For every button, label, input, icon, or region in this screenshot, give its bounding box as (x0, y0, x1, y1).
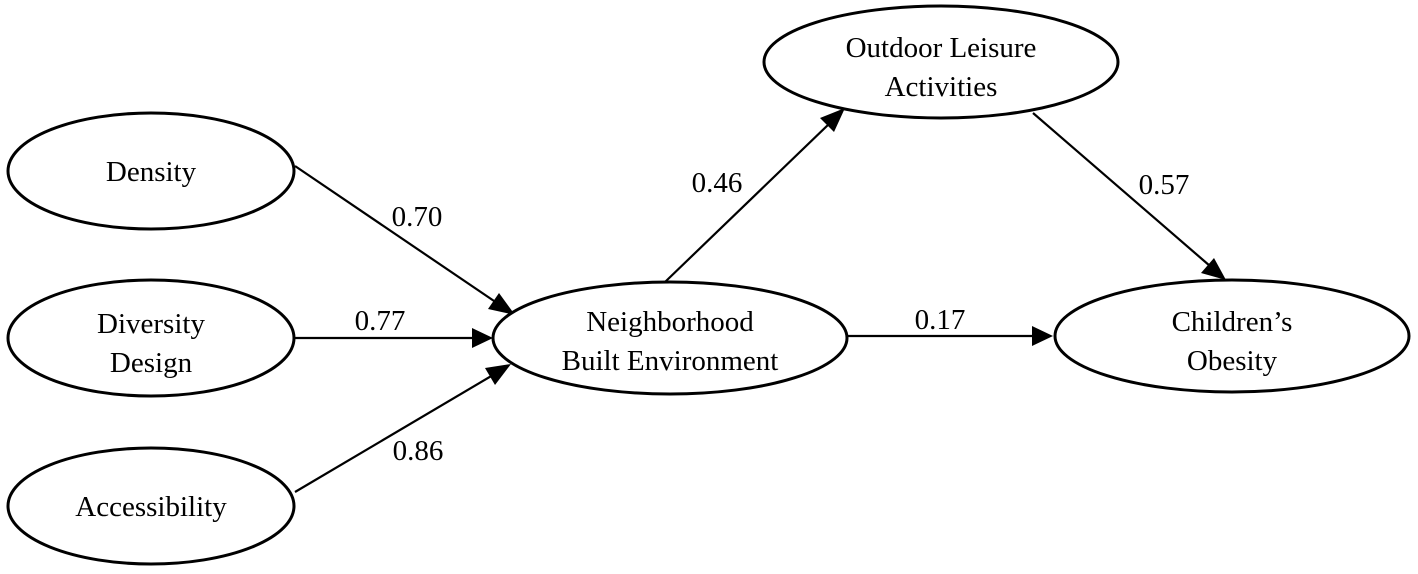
edge-label-diversity: 0.77 (355, 305, 406, 337)
node-label-line-2: Built Environment (562, 345, 779, 377)
edge-label-outdoor: 0.46 (692, 167, 743, 199)
node-label-line-1: Diversity (97, 308, 205, 340)
node-outdoor-leisure-activities: Outdoor Leisure Activities (762, 4, 1120, 120)
arrow-head (820, 108, 845, 132)
edge-label-outdoor-obesity: 0.57 (1139, 169, 1190, 201)
edge-label-accessibility: 0.86 (393, 435, 444, 467)
node-accessibility: Accessibility (6, 446, 296, 566)
edge-label-density: 0.70 (392, 201, 443, 233)
edge-density-to-neighborhood (294, 165, 515, 315)
edge-accessibility-to-neighborhood (294, 364, 511, 493)
node-childrens-obesity: Children’s Obesity (1053, 278, 1411, 394)
node-shape (6, 111, 296, 231)
node-label: Density (106, 156, 197, 188)
edge-label-neighborhood-obesity: 0.17 (915, 304, 966, 336)
node-label-line-2: Obesity (1187, 345, 1278, 377)
node-label-line-2: Design (110, 347, 193, 379)
node-neighborhood-built-environment: Neighborhood Built Environment (491, 280, 849, 396)
node-label-line-1: Neighborhood (586, 306, 754, 338)
node-label-line-1: Children’s (1172, 306, 1293, 338)
edge-neighborhood-to-obesity (848, 326, 1053, 346)
node-label: Accessibility (75, 491, 227, 523)
node-shape (1053, 278, 1411, 394)
edge-outdoor-to-obesity (1032, 112, 1226, 280)
node-shape (762, 4, 1120, 120)
node-shape (6, 446, 296, 566)
edge-line (664, 122, 831, 283)
node-label-line-2: Activities (885, 71, 998, 103)
arrow-head (485, 364, 511, 385)
arrow-head (1032, 326, 1053, 346)
edge-line (294, 374, 494, 493)
node-diversity-design: Diversity Design (6, 278, 296, 398)
edge-line (294, 165, 498, 304)
edge-diversity-to-neighborhood (295, 328, 493, 348)
edge-line (1032, 112, 1211, 267)
node-shape (491, 280, 849, 396)
arrow-head (472, 328, 493, 348)
arrow-head (488, 293, 515, 315)
node-shape (6, 278, 296, 398)
node-density: Density (6, 111, 296, 231)
arrow-head (1201, 258, 1226, 280)
node-label-line-1: Outdoor Leisure (846, 32, 1037, 64)
edge-neighborhood-to-outdoor (664, 108, 845, 283)
